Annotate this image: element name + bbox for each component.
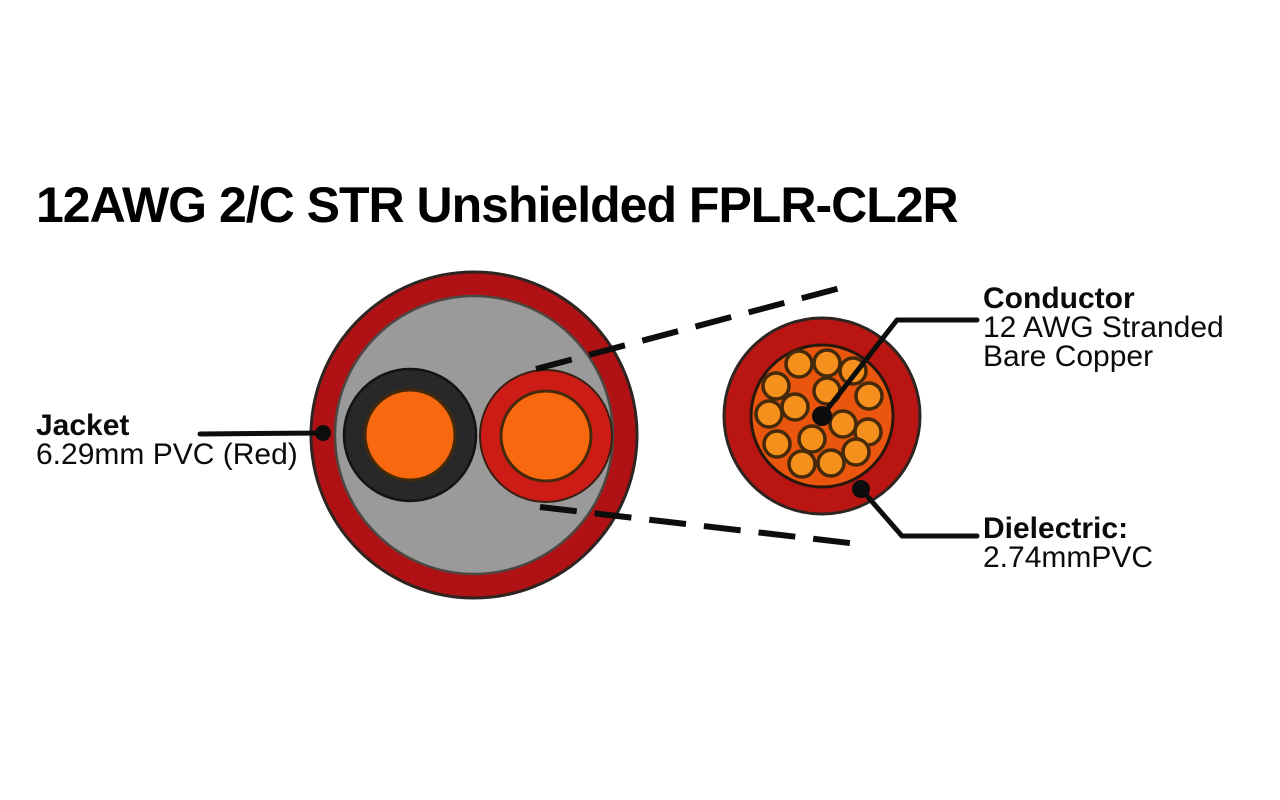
jacket-label-detail: 6.29mm PVC (Red) [36, 438, 298, 471]
conductor-label-detail-1: 12 AWG Stranded [983, 311, 1224, 344]
copper-strand [754, 399, 784, 429]
conductor-label-detail-2: Bare Copper [983, 340, 1154, 373]
conductor-leader-line [819, 317, 980, 419]
dielectric-label-heading: Dielectric: [983, 512, 1129, 545]
copper-strand [780, 392, 810, 422]
jacket-label-heading: Jacket [36, 409, 130, 442]
dielectric-leader-dot [852, 480, 870, 498]
copper-strand [762, 429, 792, 459]
copper-strand [812, 348, 842, 378]
copper-strand [797, 424, 827, 454]
page-title: 12AWG 2/C STR Unshielded FPLR-CL2R [36, 177, 959, 233]
dielectric-label: Dielectric: 2.74mmPVC [983, 512, 1154, 574]
conductor-label: Conductor 12 AWG Stranded Bare Copper [983, 282, 1224, 373]
conductor-label-heading: Conductor [983, 282, 1135, 315]
dielectric-leader-line [858, 486, 980, 539]
copper-strand [854, 381, 884, 411]
copper-strand [841, 437, 871, 467]
copper-strand [787, 449, 817, 479]
conductor-leader-dot [812, 406, 832, 426]
copper-strand [828, 409, 858, 439]
red-conductor-core [499, 389, 593, 483]
jacket-leader-dot [315, 425, 331, 441]
copper-strand [761, 371, 791, 401]
copper-strand [784, 349, 814, 379]
black-conductor-core [363, 388, 457, 482]
dielectric-label-detail: 2.74mmPVC [983, 541, 1154, 574]
jacket-leader-line [197, 430, 326, 437]
jacket-label: Jacket 6.29mm PVC (Red) [36, 409, 298, 471]
copper-strand [816, 448, 846, 478]
